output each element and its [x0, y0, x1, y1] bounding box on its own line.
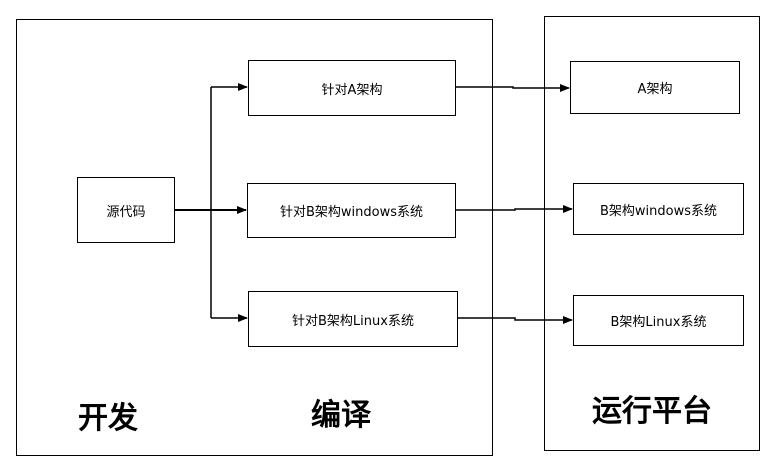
label-develop: 开发 [78, 401, 138, 436]
edge-to-target-b-windows [456, 205, 573, 213]
edge-to-target-a [456, 84, 570, 92]
node-compile-a[interactable]: 针对A架构 [248, 60, 456, 116]
node-target-b-windows[interactable]: B架构windows系统 [573, 183, 744, 235]
node-compile-b-linux-label: 针对B架构Linux系统 [292, 313, 414, 329]
node-compile-b-windows[interactable]: 针对B架构windows系统 [247, 183, 456, 238]
node-target-b-linux-label: B架构Linux系统 [610, 315, 707, 330]
node-compile-b-windows-label: 针对B架构windows系统 [279, 205, 423, 220]
node-source-code-label: 源代码 [106, 204, 146, 220]
node-target-a-label: A架构 [637, 82, 673, 97]
node-source-code[interactable]: 源代码 [77, 177, 175, 243]
node-compile-a-label: 针对A架构 [321, 82, 383, 98]
dev-compile-frame [16, 19, 493, 456]
runtime-frame [544, 16, 760, 451]
node-target-b-windows-label: B架构windows系统 [599, 203, 717, 219]
node-target-b-linux[interactable]: B架构Linux系统 [573, 295, 744, 346]
edge-to-target-b-linux [458, 316, 573, 324]
node-target-a[interactable]: A架构 [570, 61, 740, 114]
node-compile-b-linux[interactable]: 针对B架构Linux系统 [248, 291, 458, 347]
label-runtime: 运行平台 [592, 394, 712, 429]
label-compile: 编译 [311, 398, 371, 433]
